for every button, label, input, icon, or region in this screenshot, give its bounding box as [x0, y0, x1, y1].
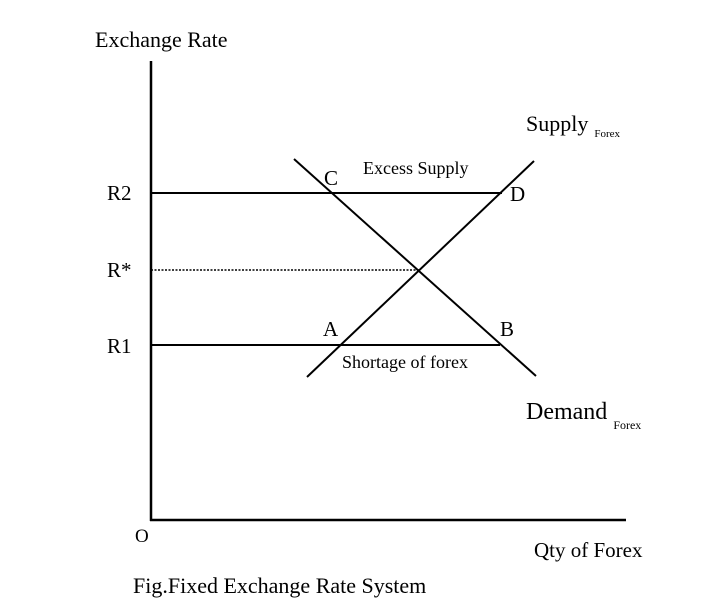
excess-supply-annotation: Excess Supply	[363, 158, 469, 178]
r2-label: R2	[107, 181, 132, 205]
point-c-label: C	[324, 166, 339, 190]
demand-curve	[293, 158, 537, 377]
supply-label-text: Supply	[526, 111, 589, 136]
demand-subscript: Forex	[613, 418, 642, 432]
y-axis-label: Exchange Rate	[95, 27, 228, 52]
point-a-label: A	[323, 317, 339, 341]
x-axis-label: Qty of Forex	[534, 538, 643, 562]
shortage-annotation: Shortage of forex	[342, 352, 468, 372]
r-star-label: R*	[107, 258, 132, 282]
supply-curve	[306, 160, 535, 378]
origin-label: O	[135, 526, 149, 547]
r1-label: R1	[107, 334, 132, 358]
point-d-label: D	[510, 182, 526, 206]
demand-label-text: Demand	[526, 399, 608, 425]
supply-subscript: Forex	[594, 128, 621, 140]
figure-caption: Fig.Fixed Exchange Rate System	[133, 573, 427, 598]
point-b-label: B	[500, 317, 515, 341]
